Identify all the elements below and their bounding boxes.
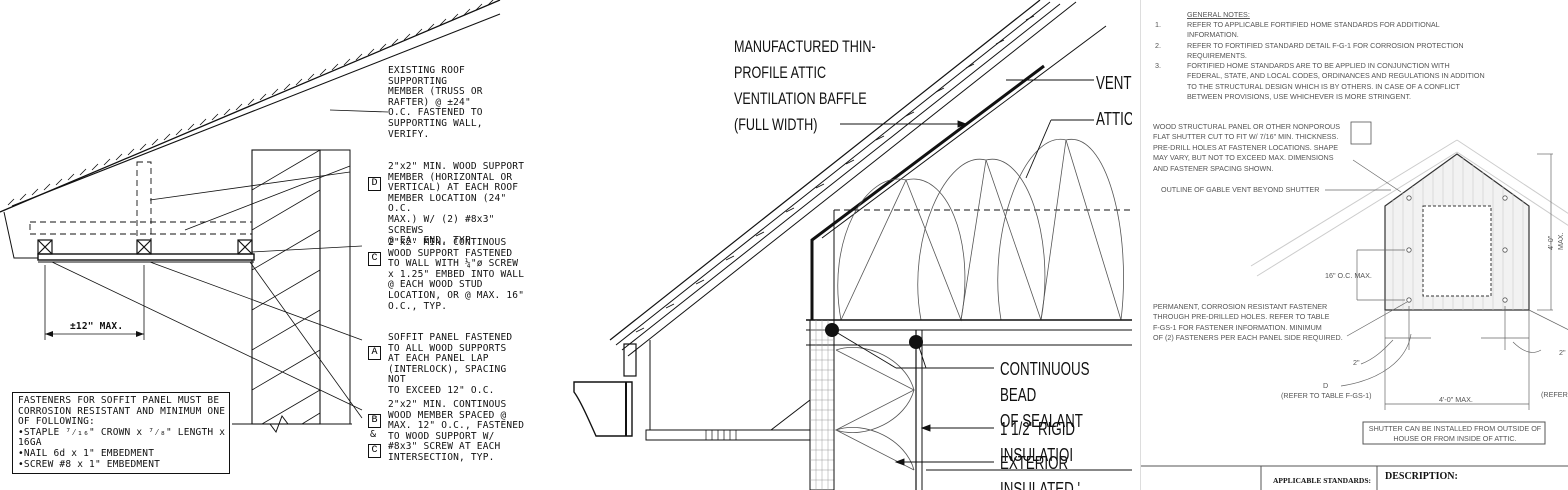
refer-cut-label: (REFER (1541, 390, 1568, 399)
fasteners-box: FASTENERS FOR SOFFIT PANEL MUST BE CORRO… (12, 392, 230, 474)
fastener-note: PERMANENT, CORROSION RESISTANT FASTENER … (1153, 302, 1343, 343)
continuous-wood-support-note: 2"x2" MIN. CONTINOUS WOOD SUPPORT FASTEN… (388, 237, 525, 312)
continuous-wood-member-note: 2"x2" MIN. CONTINOUS WOOD MEMBER SPACED … (388, 399, 525, 463)
callout-tag-ampersand: & (370, 429, 377, 440)
note-3-text: FORTIFIED HOME STANDARDS ARE TO BE APPLI… (1187, 61, 1485, 102)
note-2-text: REFER TO FORTIFIED STANDARD DETAIL F-G-1… (1187, 41, 1464, 61)
edge-distance-left: 2" (1353, 358, 1360, 367)
fastener-spacing-label: 16" O.C. MAX. (1325, 271, 1372, 280)
gable-vent-panel: GENERAL NOTES: 1. REFER TO APPLICABLE FO… (1140, 0, 1568, 490)
gable-vent-drawing (1141, 121, 1568, 490)
edge-distance-right: 2" (1559, 348, 1566, 357)
description-label: DESCRIPTION: (1385, 471, 1458, 482)
attic-label: ATTIC (1096, 109, 1132, 129)
attic-section-panel: MANUFACTURED THIN- PROFILE ATTIC VENTILA… (566, 0, 1132, 490)
note-1-text: REFER TO APPLICABLE FORTIFIED HOME STAND… (1187, 20, 1440, 40)
soffit-detail-panel: EXISTING ROOF SUPPORTING MEMBER (TRUSS O… (0, 0, 530, 490)
vent-label: VENTI (1096, 73, 1132, 93)
callout-tag-b: B (368, 414, 381, 428)
callout-tag-d: D (368, 177, 381, 191)
applicable-standards-label: APPLICABLE STANDARDS: (1273, 476, 1371, 485)
note-1-number: 1. (1155, 20, 1161, 29)
note-3-number: 3. (1155, 61, 1161, 70)
fasteners-note: FASTENERS FOR SOFFIT PANEL MUST BE CORRO… (18, 395, 226, 470)
wood-support-member-note: 2"x2" MIN. WOOD SUPPORT MEMBER (HORIZONT… (388, 161, 525, 247)
sealant-label: CONTINUOUS BEAD OF SEALANT (1000, 359, 1090, 431)
shutter-width-label: 4'-0" MAX. (1439, 395, 1473, 404)
general-notes-title: GENERAL NOTES: (1187, 10, 1250, 19)
spacing-dimension-label: ±12" MAX. (70, 321, 124, 332)
fastener-table-reference: (REFER TO TABLE F-GS-1) (1281, 391, 1372, 400)
callout-tag-c: C (368, 252, 381, 266)
shutter-panel-note: WOOD STRUCTURAL PANEL OR OTHER NONPOROUS… (1153, 122, 1341, 173)
note-2-number: 2. (1155, 41, 1161, 50)
callout-tag-c-second: C (368, 444, 381, 458)
install-note: SHUTTER CAN BE INSTALLED FROM OUTSIDE OF… (1368, 424, 1542, 444)
attic-section-drawing (573, 0, 1132, 490)
soffit-detail-drawing (0, 0, 501, 434)
fastener-d-label: D (1323, 381, 1329, 390)
baffle-label: MANUFACTURED THIN- PROFILE ATTIC VENTILA… (734, 37, 876, 134)
existing-roof-member-note: EXISTING ROOF SUPPORTING MEMBER (TRUSS O… (388, 65, 483, 140)
callout-tag-a: A (368, 346, 381, 360)
gable-vent-outline-note: OUTLINE OF GABLE VENT BEYOND SHUTTER (1161, 185, 1320, 194)
rigid-insulation-label: 1 1/2" RIGID INSULATIOI (1000, 419, 1076, 465)
shutter-height-label: 4'-0" MAX. (1546, 232, 1566, 250)
soffit-panel-note: SOFFIT PANEL FASTENED TO ALL WOOD SUPPOR… (388, 332, 513, 396)
exterior-insulated-label: EXTERIOR INSULATED ' (1000, 453, 1081, 490)
